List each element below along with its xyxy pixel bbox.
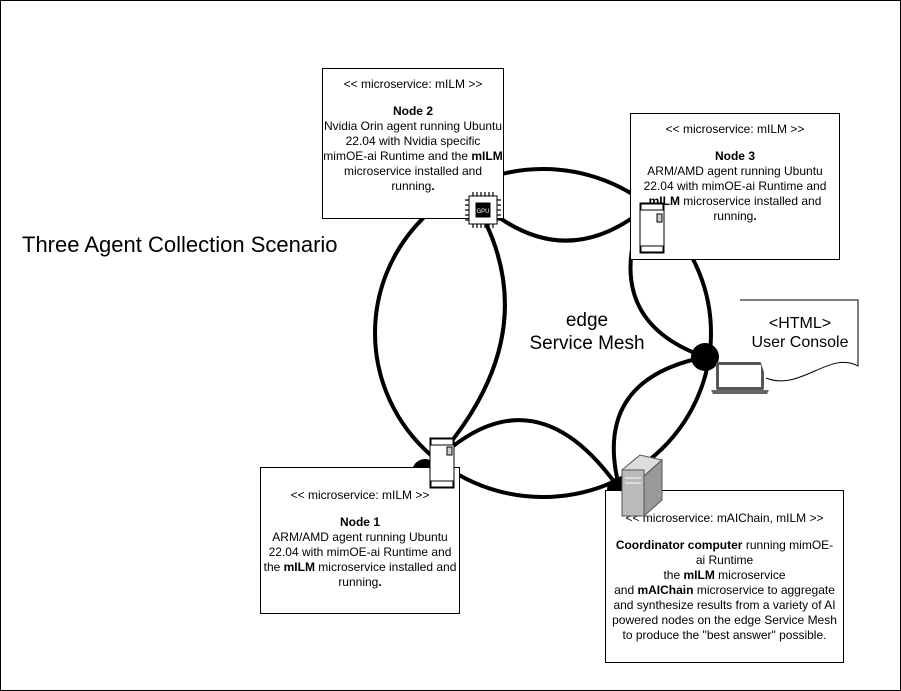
server-tower-icon [620,454,664,518]
coordinator-box: << microservice: mAIChain, mILM >> Coord… [605,490,844,663]
svg-text:GPU: GPU [476,209,489,215]
diagram-title: Three Agent Collection Scenario [22,232,338,257]
coordinator-text5: microservice to aggregate and synthesize… [612,583,837,642]
link-console-coordinator [611,355,706,491]
console-document-shape [740,299,859,382]
node1-stereotype: << microservice: mILM >> [290,488,430,502]
node2-end: . [431,179,435,193]
node1-name: Node 1 [339,515,380,529]
node2-stereotype: << microservice: mILM >> [343,77,483,91]
node1-text2: the [263,560,284,574]
console-dot [691,343,719,371]
mesh-label-line2: Service Mesh [529,333,645,354]
node3-text2: microservice installed and running [679,194,822,223]
coordinator-bold: mILM [683,568,715,582]
console-label-line1: <HTML> [768,315,832,332]
node1-end: . [378,575,382,589]
node1-text3: microservice installed and running [314,560,457,589]
coordinator-stereotype: << microservice: mAIChain, mILM >> [625,511,824,525]
node3-name: Node 3 [714,149,755,163]
coordinator-name: Coordinator computer [615,538,743,552]
node1-bold: mILM [283,560,315,574]
mesh-label: edge Service Mesh [522,309,652,355]
node1-text: ARM/AMD agent running Ubuntu 22.04 with … [268,530,452,559]
node2-text2: microservice installed and running [343,164,483,193]
node2-text: Nvidia Orin agent running Ubuntu 22.04 w… [323,119,503,163]
node3-stereotype: << microservice: mILM >> [665,122,805,136]
node2-bold: mILM [471,149,503,163]
console-label-line2: User Console [751,334,849,351]
coordinator-text2: the [663,568,684,582]
coordinator-text: running mimOE-ai Runtime [695,538,834,567]
coordinator-bold2: mAIChain [637,583,694,597]
laptop-icon [711,362,769,394]
link-node1-node2 [423,188,507,474]
node3-end: . [753,209,757,223]
node2-name: Node 2 [392,104,433,118]
coordinator-text3: microservice [714,568,786,582]
gpu-chip-icon: GPU [465,192,501,228]
mesh-label-line1: edge [565,310,609,331]
node1-box: << microservice: mILM >> Node 1 ARM/AMD … [260,467,460,614]
node3-text: ARM/AMD agent running Ubuntu 22.04 with … [643,164,827,193]
user-console-label: <HTML> User Console [740,314,860,352]
node1-board-icon [429,437,455,489]
node2-box: << microservice: mILM >> Node 2 Nvidia O… [322,68,504,219]
mesh-ring [373,167,713,499]
node3-board-icon [639,202,665,254]
coordinator-text4: and [614,583,638,597]
node3-box: << microservice: mILM >> Node 3 ARM/AMD … [630,113,840,260]
